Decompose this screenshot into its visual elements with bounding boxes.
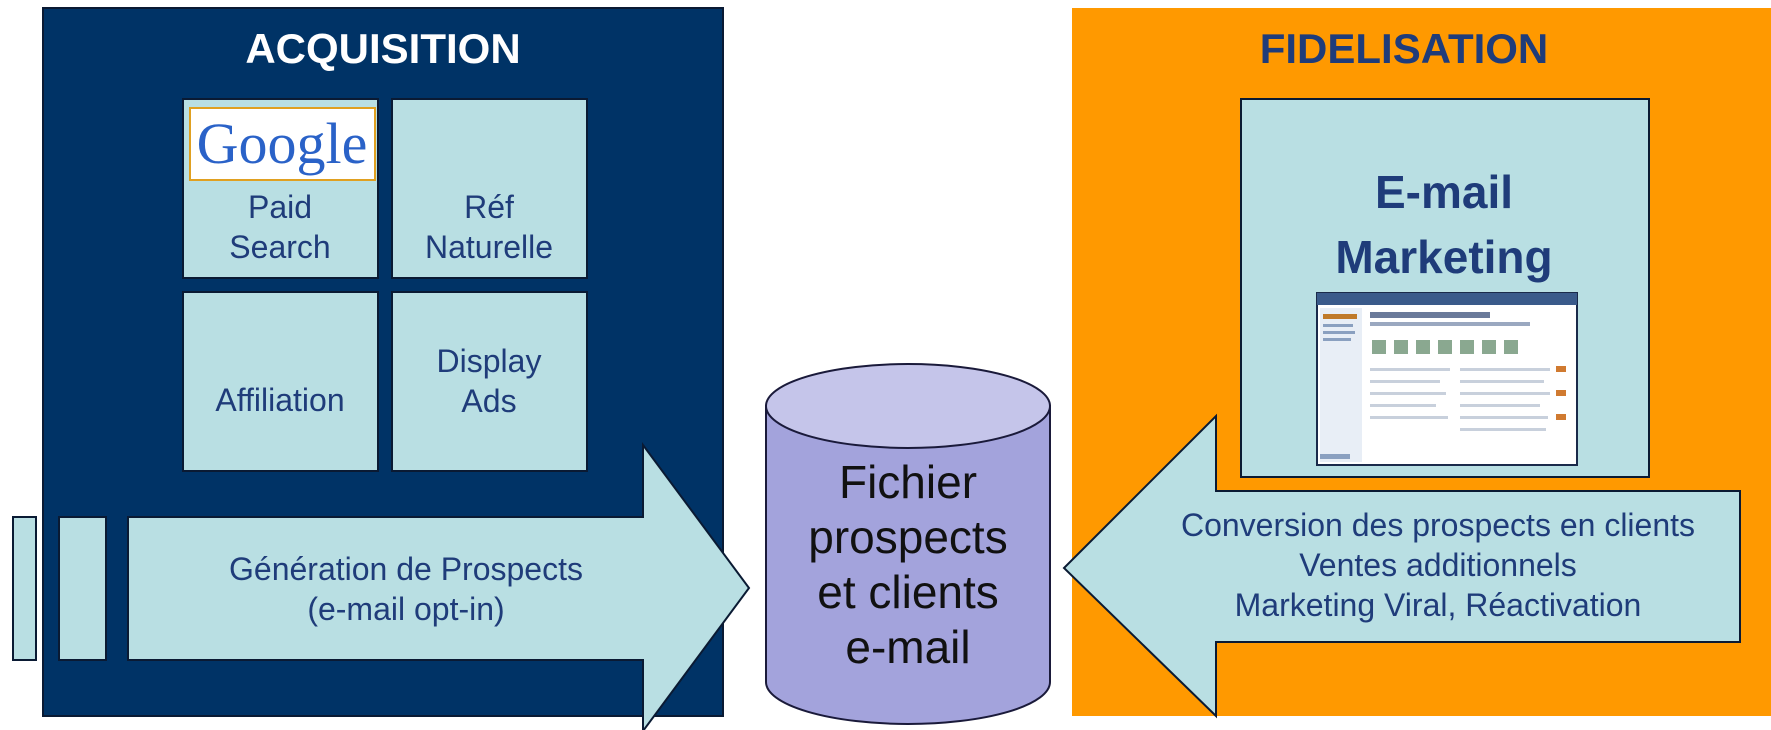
- prospect-generation-line1: Génération de Prospects: [229, 551, 583, 587]
- prospect-generation-arrow: [127, 441, 751, 730]
- conversion-line3: Marketing Viral, Réactivation: [1235, 587, 1642, 623]
- email-tool-screenshot-thumbnail: [1316, 292, 1578, 466]
- tile-ref-naturelle-line2: Naturelle: [425, 229, 553, 265]
- acquisition-title: ACQUISITION: [245, 25, 520, 72]
- tile-display-ads-line1: Display: [437, 343, 542, 379]
- arrow-tail-bar-2: [58, 516, 107, 661]
- google-logo: Google: [197, 111, 368, 176]
- database-line1: Fichier: [839, 456, 977, 508]
- email-marketing-line1: E-mail: [1375, 166, 1513, 218]
- tile-paid-search-line1: Paid: [248, 189, 312, 225]
- svg-text:Google: Google: [197, 111, 368, 176]
- tile-ref-naturelle: [391, 98, 588, 279]
- conversion-arrow: [1062, 413, 1741, 719]
- prospect-generation-line2: (e-mail opt-in): [307, 591, 504, 627]
- database-line3: et clients: [817, 566, 999, 618]
- tile-affiliation: [182, 291, 379, 472]
- tile-display-ads: [391, 291, 588, 472]
- email-marketing-line2: Marketing: [1335, 231, 1552, 283]
- arrow-tail-bar-1: [12, 516, 37, 661]
- conversion-line2: Ventes additionnels: [1299, 547, 1577, 583]
- tile-display-ads-line2: Ads: [461, 383, 516, 419]
- fidelisation-title: FIDELISATION: [1260, 25, 1549, 72]
- tile-paid-search-line2: Search: [229, 229, 330, 265]
- tile-affiliation-line1: Affiliation: [215, 382, 344, 418]
- database-cylinder: [765, 363, 1051, 725]
- conversion-line1: Conversion des prospects en clients: [1181, 507, 1695, 543]
- tile-ref-naturelle-line1: Réf: [464, 189, 514, 225]
- database-line4: e-mail: [845, 621, 970, 673]
- database-line2: prospects: [808, 511, 1007, 563]
- google-logo-frame: [189, 107, 376, 181]
